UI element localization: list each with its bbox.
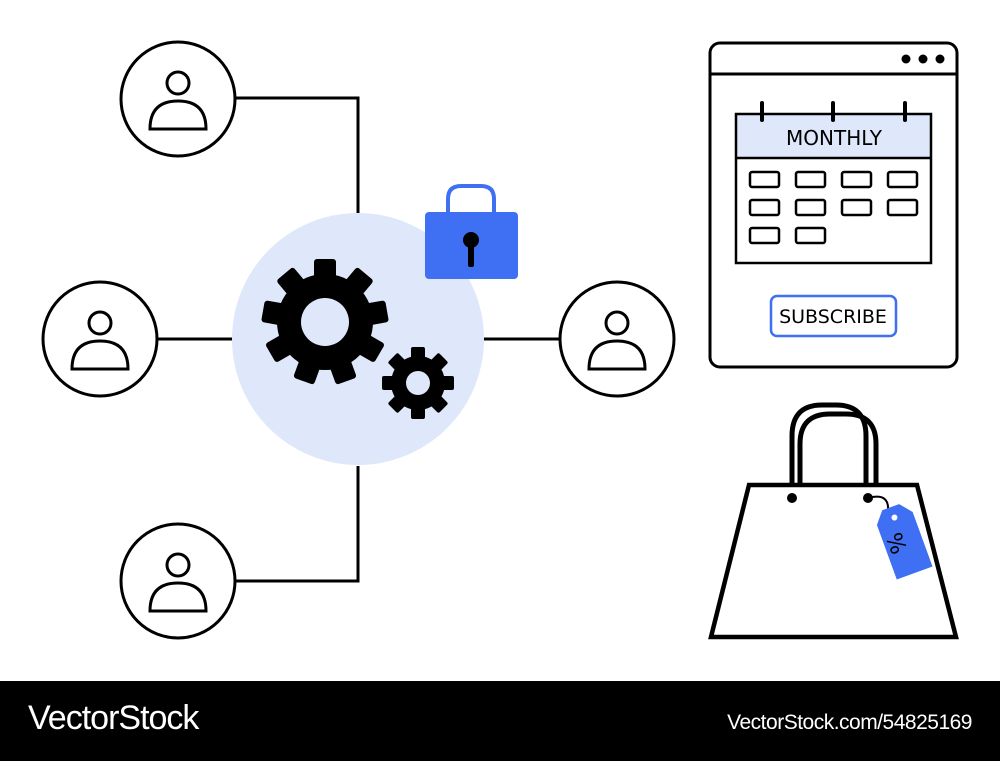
user-icon xyxy=(587,310,647,371)
calendar-title: MONTHLY xyxy=(786,126,883,150)
calendar-day xyxy=(840,170,873,189)
calendar-day xyxy=(794,170,827,189)
user-icon xyxy=(148,552,208,613)
large-gear xyxy=(261,259,389,385)
user-node-bottom xyxy=(119,522,237,640)
calendar-day xyxy=(840,198,873,217)
calendar-rings xyxy=(760,101,907,122)
subscribe-button-label: SUBSCRIBE xyxy=(779,306,887,328)
small-gear xyxy=(382,347,454,419)
subscription-window: MONTHLY SUBSCRIBE xyxy=(708,41,959,369)
calendar: MONTHLY xyxy=(734,101,933,265)
calendar-day xyxy=(794,198,827,217)
hub xyxy=(232,213,484,465)
network-connectors xyxy=(157,96,561,583)
calendar-day xyxy=(748,226,781,245)
user-node-left xyxy=(41,280,159,398)
shopping-bag-icon xyxy=(708,402,959,640)
user-icon xyxy=(148,70,208,131)
connector-top-user xyxy=(236,96,360,214)
padlock-icon xyxy=(425,184,518,279)
footer-image-id: VectorStock.com/54825169 xyxy=(727,711,972,734)
user-node-right xyxy=(558,280,676,398)
connector-bottom-user xyxy=(236,466,360,583)
illustration: MONTHLY SUBSCRIBE xyxy=(41,40,959,640)
calendar-day xyxy=(794,226,827,245)
ellipsis-icon[interactable] xyxy=(901,54,945,64)
subscribe-button[interactable]: SUBSCRIBE xyxy=(769,294,898,338)
calendar-day-cells xyxy=(748,170,919,245)
calendar-day xyxy=(886,170,919,189)
calendar-day xyxy=(748,170,781,189)
user-node-top xyxy=(119,40,237,158)
footer-bar: VectorStock VectorStock.com/54825169 xyxy=(0,681,1000,761)
user-icon xyxy=(70,310,130,371)
calendar-day xyxy=(886,198,919,217)
footer-brand: VectorStock xyxy=(28,699,199,737)
gears-icon xyxy=(261,259,454,419)
discount-tag-icon: % xyxy=(867,495,933,580)
calendar-day xyxy=(748,198,781,217)
